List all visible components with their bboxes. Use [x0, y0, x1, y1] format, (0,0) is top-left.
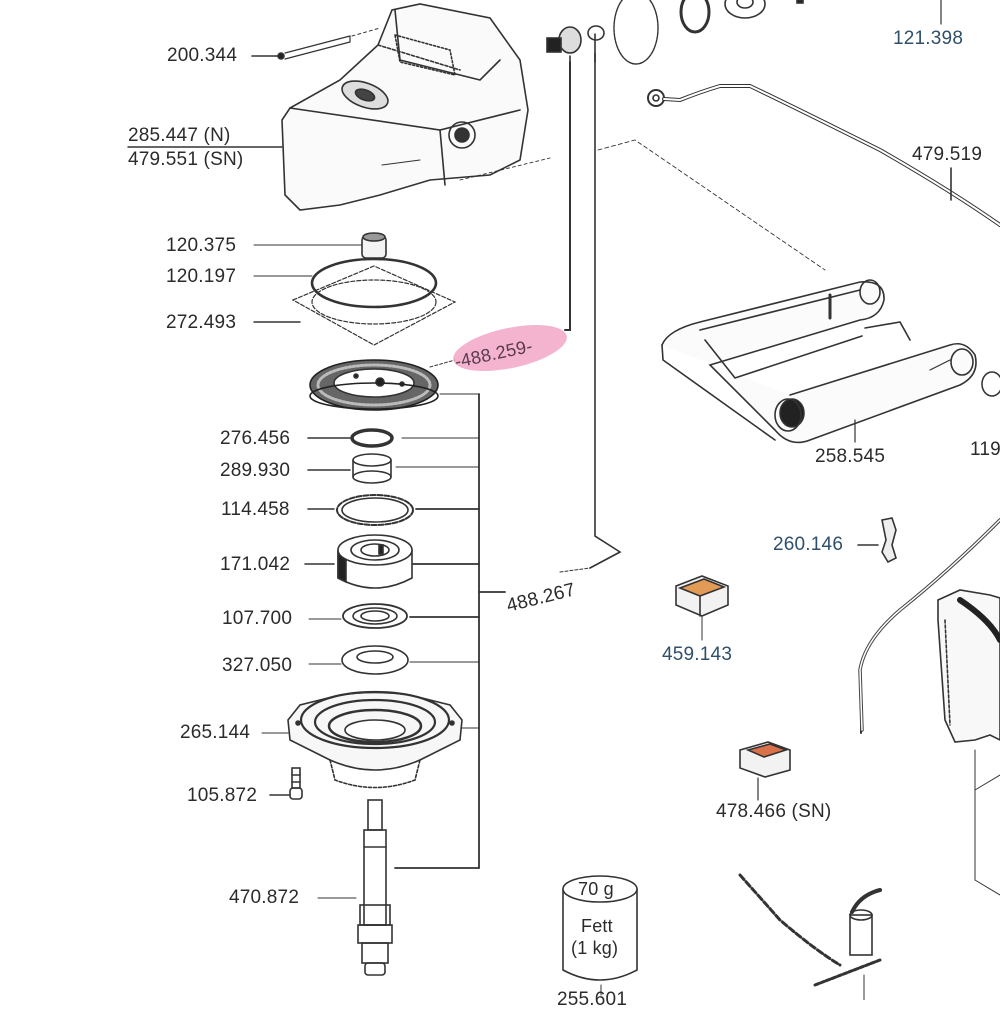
- screw-fitting-icon: [546, 25, 605, 63]
- clip-260-146-icon: [857, 517, 897, 564]
- flange-gasket-272-493-icon: [291, 265, 457, 346]
- lever-icon: [661, 279, 977, 444]
- label-289-930[interactable]: 289.930: [220, 460, 291, 481]
- motor-housing-icon: [281, 3, 529, 211]
- label-470-872[interactable]: 470.872: [229, 887, 300, 908]
- label-478-466[interactable]: 478.466 (SN): [716, 801, 832, 822]
- ring-276-456-icon: [350, 428, 394, 448]
- label-121-398[interactable]: 121.398: [893, 28, 964, 49]
- grease-weight: 70 g: [578, 879, 614, 899]
- label-272-493[interactable]: 272.493: [166, 312, 237, 333]
- label-265-144[interactable]: 265.144: [180, 722, 251, 743]
- label-119[interactable]: 119: [970, 439, 1000, 460]
- roller-119-icon: [981, 371, 1000, 397]
- wire-icon: [858, 518, 1000, 732]
- flange-housing-265-144-icon: [287, 690, 463, 789]
- shaft-icon: [357, 799, 393, 976]
- bearing-107-700-icon: [342, 603, 408, 629]
- label-258-545[interactable]: 258.545: [815, 446, 886, 467]
- label-459-143[interactable]: 459.143: [662, 644, 733, 665]
- grease-pack: (1 kg): [571, 938, 619, 958]
- label-120-197[interactable]: 120.197: [166, 266, 237, 287]
- label-327-050[interactable]: 327.050: [222, 655, 293, 676]
- screw-200-344-icon: [275, 27, 381, 60]
- label-105-872[interactable]: 105.872: [187, 785, 258, 806]
- cable-479-519-icon: [647, 84, 1000, 227]
- terminal-block-sn-icon: [739, 719, 862, 801]
- ring-top-icon: [679, 0, 711, 34]
- gear-icon: [309, 359, 439, 411]
- label-120-375[interactable]: 120.375: [166, 235, 237, 256]
- label-200-344[interactable]: 200.344: [167, 45, 238, 66]
- label-276-456[interactable]: 276.456: [220, 428, 291, 449]
- label-260-146[interactable]: 260.146: [773, 534, 844, 555]
- label-479-519[interactable]: 479.519: [912, 144, 983, 165]
- carbon-brush-icon: [738, 873, 882, 1000]
- label-285-447[interactable]: 285.447 (N): [128, 125, 231, 146]
- o-ring-120-197-icon: [310, 257, 438, 309]
- bearing-icon: [337, 534, 413, 589]
- seal-327-050-icon: [341, 645, 409, 675]
- o-ring-top-icon: [613, 0, 659, 65]
- bearing-top-icon: [724, 0, 766, 19]
- screw-105-872-icon: [289, 767, 303, 800]
- cap-120-375-icon: [361, 232, 387, 259]
- grease-can-icon: [562, 875, 638, 996]
- terminal-block-icon: [675, 575, 729, 641]
- label-114-458[interactable]: 114.458: [221, 499, 290, 520]
- label-107-700[interactable]: 107.700: [222, 608, 293, 629]
- sleeve-289-930-icon: [352, 453, 392, 484]
- bracket-right-icon: [937, 589, 1000, 896]
- grease-type: Fett: [581, 916, 613, 936]
- label-171-042[interactable]: 171.042: [220, 554, 291, 575]
- circlip-114-458-icon: [336, 494, 414, 526]
- label-479-551[interactable]: 479.551 (SN): [128, 149, 244, 170]
